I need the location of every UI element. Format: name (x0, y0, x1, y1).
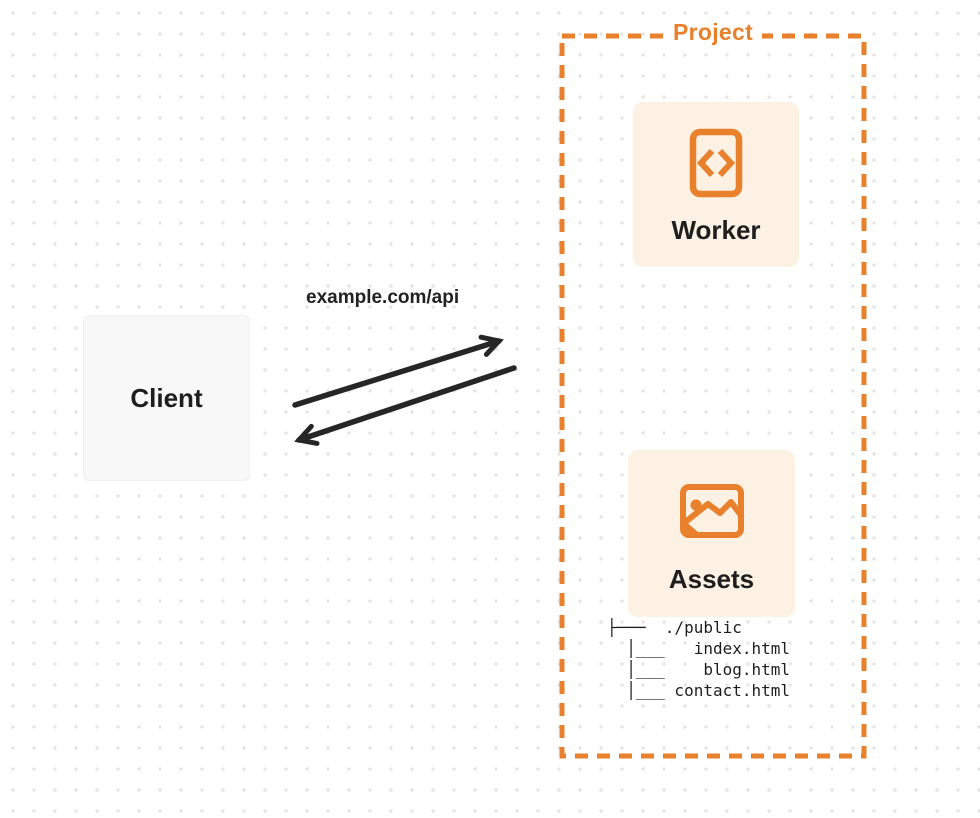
request-arrow (292, 334, 504, 408)
client-label: Client (130, 382, 203, 413)
project-label: Project (663, 19, 763, 46)
request-url-label: example.com/api (306, 287, 460, 308)
client-node: Client (83, 315, 250, 481)
code-icon (689, 128, 743, 198)
worker-node: Worker (633, 102, 799, 267)
project-boundary (559, 33, 867, 759)
file-tree: ├─── ./public │___ index.html │___ blog.… (607, 618, 791, 700)
image-icon (679, 484, 744, 538)
worker-label: Worker (671, 215, 761, 245)
assets-node: Assets (628, 450, 795, 617)
assets-label: Assets (668, 564, 755, 594)
response-arrow (294, 365, 517, 446)
